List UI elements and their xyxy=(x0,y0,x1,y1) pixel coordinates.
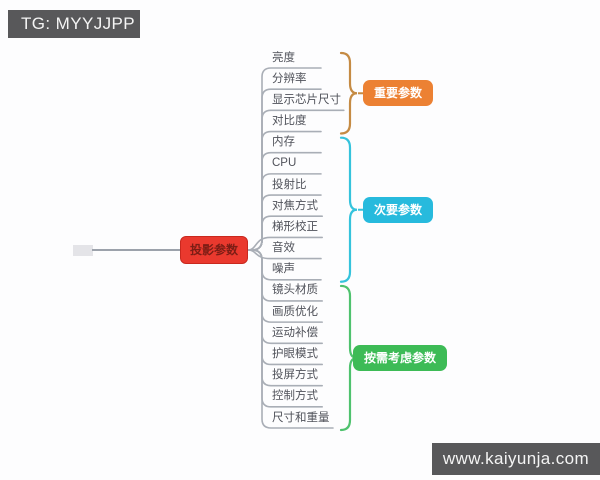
topic-label[interactable]: 投屏方式 xyxy=(272,369,318,382)
group-badge[interactable]: 次要参数 xyxy=(363,196,434,223)
topic-label[interactable]: 对比度 xyxy=(272,115,307,128)
topic-connector xyxy=(247,249,334,429)
topic-label[interactable]: 显示芯片尺寸 xyxy=(272,93,341,106)
group-badge[interactable]: 按需考虑参数 xyxy=(353,344,448,371)
topic-label[interactable]: 分辨率 xyxy=(272,72,307,85)
topic-label[interactable]: CPU xyxy=(272,157,297,170)
group-brace xyxy=(339,51,358,135)
topic-label[interactable]: 画质优化 xyxy=(272,305,318,318)
topic-label[interactable]: 尺寸和重量 xyxy=(272,411,330,424)
group-brace xyxy=(339,136,358,283)
topic-label[interactable]: 护眼模式 xyxy=(272,347,318,360)
topic-connector xyxy=(247,215,323,251)
watermark-bottom-banner: www.kaiyunja.com xyxy=(432,443,600,475)
topic-label[interactable]: 亮度 xyxy=(272,51,295,64)
topic-label[interactable]: 控制方式 xyxy=(272,390,318,403)
topic-label[interactable]: 投射比 xyxy=(272,178,307,191)
group-badge[interactable]: 重要参数 xyxy=(363,80,434,107)
collapse-handle[interactable] xyxy=(73,245,93,256)
watermark-top-banner: TG: MYYJJPP xyxy=(8,10,140,38)
topic-label[interactable]: 运动补偿 xyxy=(272,326,318,339)
topic-label[interactable]: 梯形校正 xyxy=(272,220,318,233)
topic-label[interactable]: 镜头材质 xyxy=(272,284,318,297)
topic-label[interactable]: 内存 xyxy=(272,136,295,149)
root-topic[interactable]: 投影参数 xyxy=(180,236,248,264)
topic-label[interactable]: 音效 xyxy=(272,242,295,255)
topic-label[interactable]: 对焦方式 xyxy=(272,199,318,212)
topic-label[interactable]: 噪声 xyxy=(272,263,295,276)
